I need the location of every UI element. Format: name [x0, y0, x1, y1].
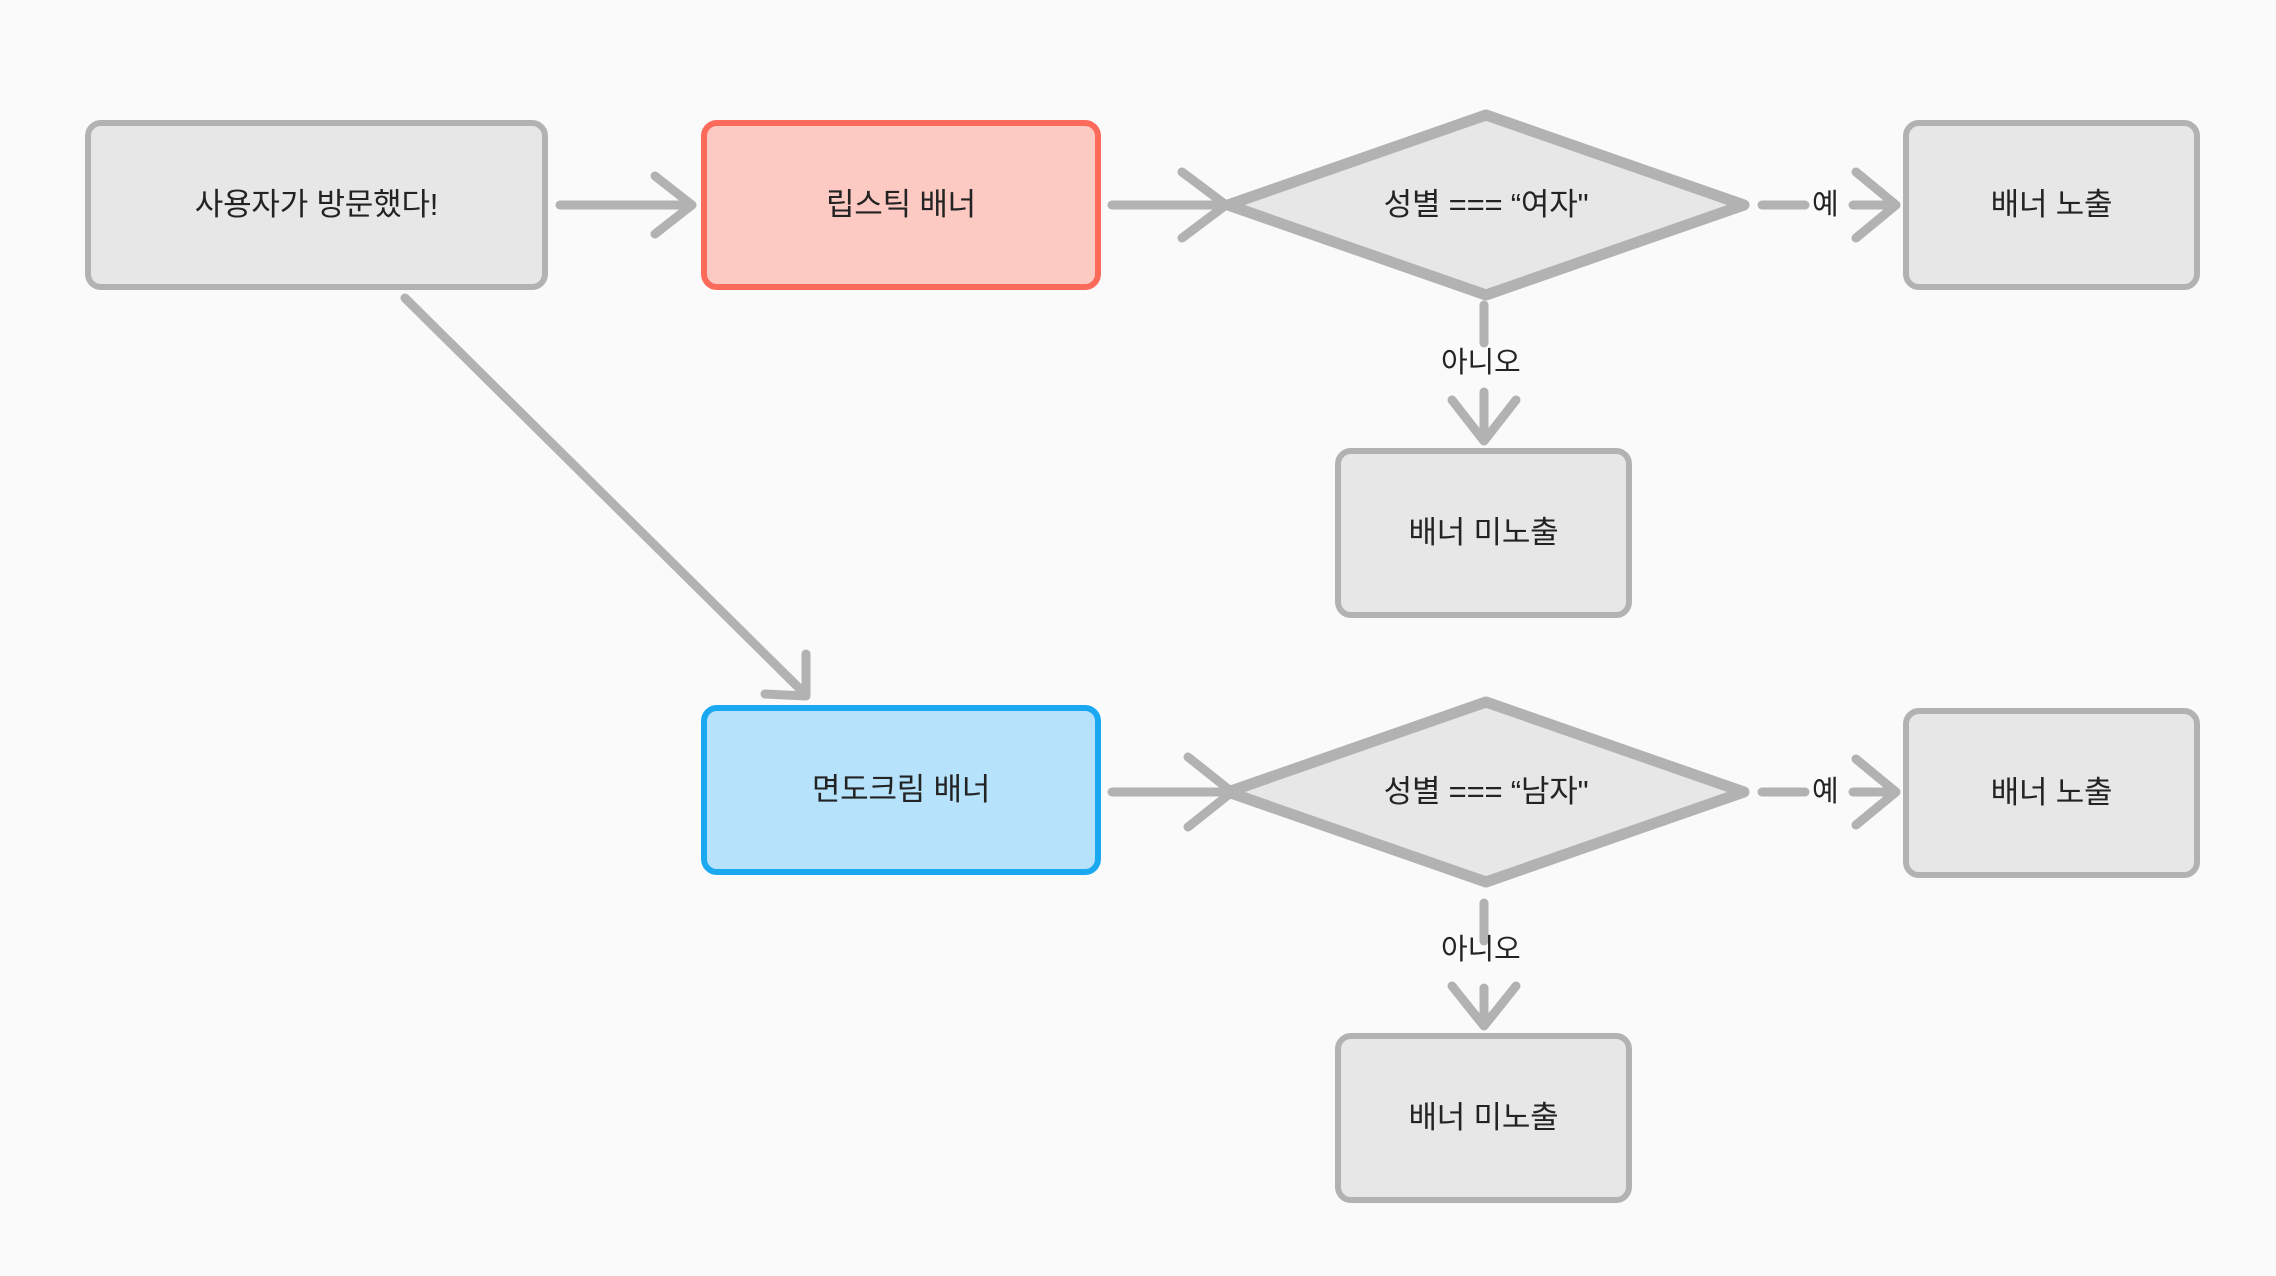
edge-lipstick-to-cond-female — [1107, 167, 1231, 243]
node-show-banner-female-label: 배너 노출 — [1990, 187, 2113, 223]
node-start-label: 사용자가 방문했다! — [194, 187, 439, 223]
node-lipstick-banner[interactable]: 립스틱 배너 — [701, 120, 1101, 290]
edge-start-to-lipstick — [555, 171, 697, 239]
node-start[interactable]: 사용자가 방문했다! — [85, 120, 548, 290]
diamond-shape-icon — [1221, 108, 1751, 302]
node-condition-male[interactable]: 성별 === “남자" — [1221, 695, 1751, 889]
diamond-shape-icon — [1221, 695, 1751, 889]
edge-label-female-no: 아니오 — [1441, 347, 1521, 379]
node-lipstick-banner-label: 립스틱 배너 — [825, 187, 976, 223]
node-condition-female-label: 성별 === “여자" — [1383, 187, 1589, 223]
node-condition-male-label: 성별 === “남자" — [1383, 774, 1589, 810]
edge-label-male-yes: 예 — [1812, 776, 1839, 808]
node-hide-banner-male-label: 배너 미노출 — [1408, 1100, 1559, 1136]
edge-shavecream-to-cond-male — [1107, 752, 1237, 832]
node-hide-banner-female-label: 배너 미노출 — [1408, 515, 1559, 551]
node-shave-cream-banner-label: 면도크림 배너 — [811, 772, 991, 808]
node-hide-banner-male[interactable]: 배너 미노출 — [1335, 1033, 1632, 1203]
edge-label-male-no: 아니오 — [1441, 934, 1521, 966]
node-condition-female[interactable]: 성별 === “여자" — [1221, 108, 1751, 302]
node-show-banner-male[interactable]: 배너 노출 — [1903, 708, 2200, 878]
node-show-banner-female[interactable]: 배너 노출 — [1903, 120, 2200, 290]
edge-start-to-shavecream — [400, 293, 811, 701]
edge-label-female-yes: 예 — [1812, 189, 1839, 221]
node-show-banner-male-label: 배너 노출 — [1990, 775, 2113, 811]
node-hide-banner-female[interactable]: 배너 미노출 — [1335, 448, 1632, 618]
node-shave-cream-banner[interactable]: 면도크림 배너 — [701, 705, 1101, 875]
